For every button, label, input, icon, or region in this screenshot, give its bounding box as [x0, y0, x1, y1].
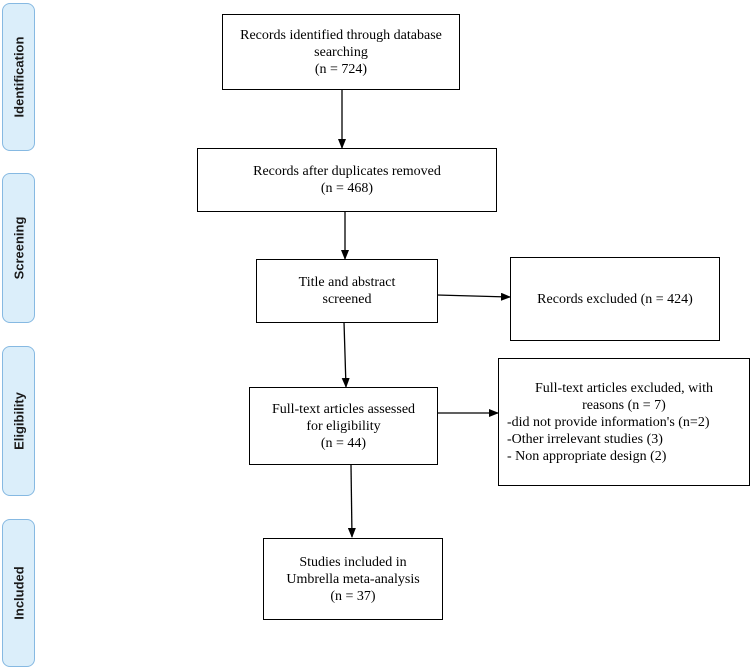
box-after-duplicates-line-1: Records after duplicates removed [253, 164, 441, 179]
arrow-fulltext-to-included [347, 464, 356, 538]
arrow-screened-to-fulltext [341, 321, 350, 388]
box-studies-included: Studies included in Umbrella meta-analys… [263, 538, 443, 620]
box-records-identified-line-3: (n = 724) [314, 61, 368, 77]
box-fulltext-excluded-reason-3: - Non appropriate design (2) [507, 448, 667, 464]
box-fulltext-assessed: Full-text articles assessed for eligibil… [249, 387, 438, 465]
box-title-abstract-line-2: screened [322, 292, 372, 307]
box-fulltext-assessed-line-3: (n = 44) [320, 435, 367, 451]
phase-identification: Identification [2, 3, 35, 151]
phase-eligibility: Eligibility [2, 346, 35, 496]
box-title-abstract-line-1: Title and abstract [298, 275, 396, 290]
phase-included: Included [2, 519, 35, 667]
box-fulltext-excluded-reason-1: -did not provide information's (n=2) [507, 414, 710, 430]
box-fulltext-assessed-line-1: Full-text articles assessed [271, 401, 416, 417]
box-records-excluded-line-1: Records excluded (n = 424) [537, 291, 693, 307]
box-after-duplicates: Records after duplicates removed (n = 46… [197, 148, 497, 212]
box-fulltext-excluded-line-1: Full-text articles excluded, with [534, 380, 714, 396]
box-studies-included-line-3: (n = 37) [330, 588, 376, 604]
box-title-abstract-screened: Title and abstract screened [256, 259, 438, 323]
box-records-identified: Records identified through database sear… [222, 14, 460, 90]
box-after-duplicates-line-2: (n = 468) [320, 181, 374, 196]
phase-screening: Screening [2, 173, 35, 323]
arrow-screened-to-excluded [436, 292, 511, 301]
box-fulltext-excluded-line-2: reasons (n = 7) [582, 397, 666, 413]
box-fulltext-excluded-reason-2: -Other irrelevant studies (3) [507, 431, 663, 447]
box-records-identified-line-2: searching [314, 44, 368, 60]
box-records-identified-line-1: Records identified through database [240, 27, 442, 43]
box-studies-included-line-2: Umbrella meta-analysis [286, 571, 420, 587]
box-studies-included-line-1: Studies included in [299, 554, 407, 570]
box-records-excluded: Records excluded (n = 424) [510, 257, 720, 341]
box-fulltext-excluded: Full-text articles excluded, with reason… [498, 358, 750, 486]
box-fulltext-assessed-line-2: for eligibility [306, 418, 381, 434]
